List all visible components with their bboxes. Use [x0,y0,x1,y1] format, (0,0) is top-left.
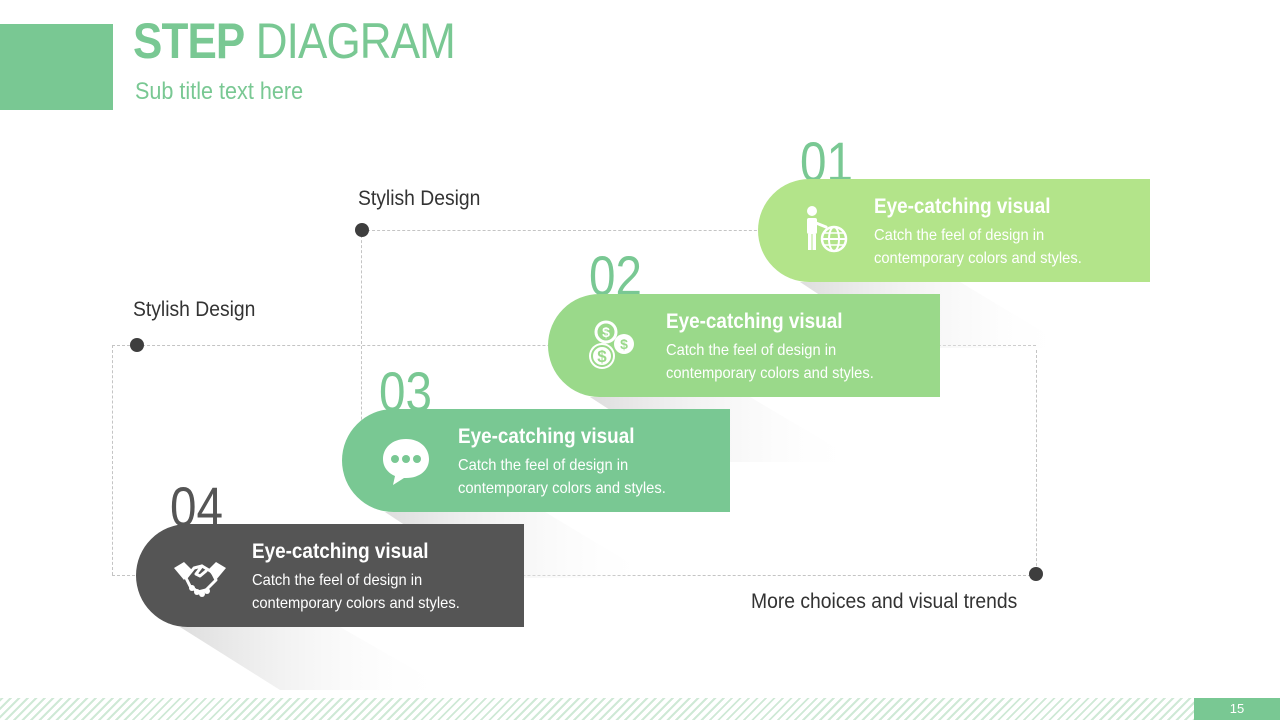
step-card-02: $ $ $ Eye-catching visual Catch the feel… [548,294,940,397]
page-title: STEP DIAGRAM [133,13,456,69]
step-card-03: Eye-catching visual Catch the feel of de… [342,409,730,512]
connector-top-horizontal [362,230,782,231]
svg-text:$: $ [602,324,610,340]
step-body-01: Catch the feel of design in contemporary… [874,227,1082,267]
corner-accent-block [0,24,113,110]
presenter-globe-icon [807,206,848,253]
step-heading-01: Eye-catching visual [874,195,1051,218]
connector-dot-bottom [1029,567,1043,581]
connector-dot-middle [130,338,144,352]
step-heading-04: Eye-catching visual [252,540,429,563]
handshake-icon [174,562,226,597]
svg-text:$: $ [597,347,607,366]
step-body-04: Catch the feel of design in contemporary… [252,572,460,612]
page-number: 15 [1194,698,1280,720]
connector-left-vertical [112,345,113,575]
step-body-02: Catch the feel of design in contemporary… [666,342,874,382]
title-rest: DIAGRAM [244,13,456,69]
connector-dot-top [355,223,369,237]
svg-text:$: $ [620,336,628,352]
step-heading-02: Eye-catching visual [666,310,843,333]
label-bottom: More choices and visual trends [751,590,1018,613]
title-strong: STEP [133,13,245,69]
connector-right-vertical [1036,350,1037,576]
step-card-04: Eye-catching visual Catch the feel of de… [136,524,524,627]
step-body-03: Catch the feel of design in contemporary… [458,457,666,497]
shadow-step-04 [180,627,450,690]
page-subtitle: Sub title text here [135,78,304,105]
coins-icon: $ $ $ [589,320,634,369]
step-card-01: Eye-catching visual Catch the feel of de… [758,179,1150,282]
label-middle: Stylish Design [133,298,256,321]
label-top: Stylish Design [358,187,481,210]
step-heading-03: Eye-catching visual [458,425,635,448]
footer-stripe [0,698,1280,720]
chat-bubble-icon [383,439,429,485]
